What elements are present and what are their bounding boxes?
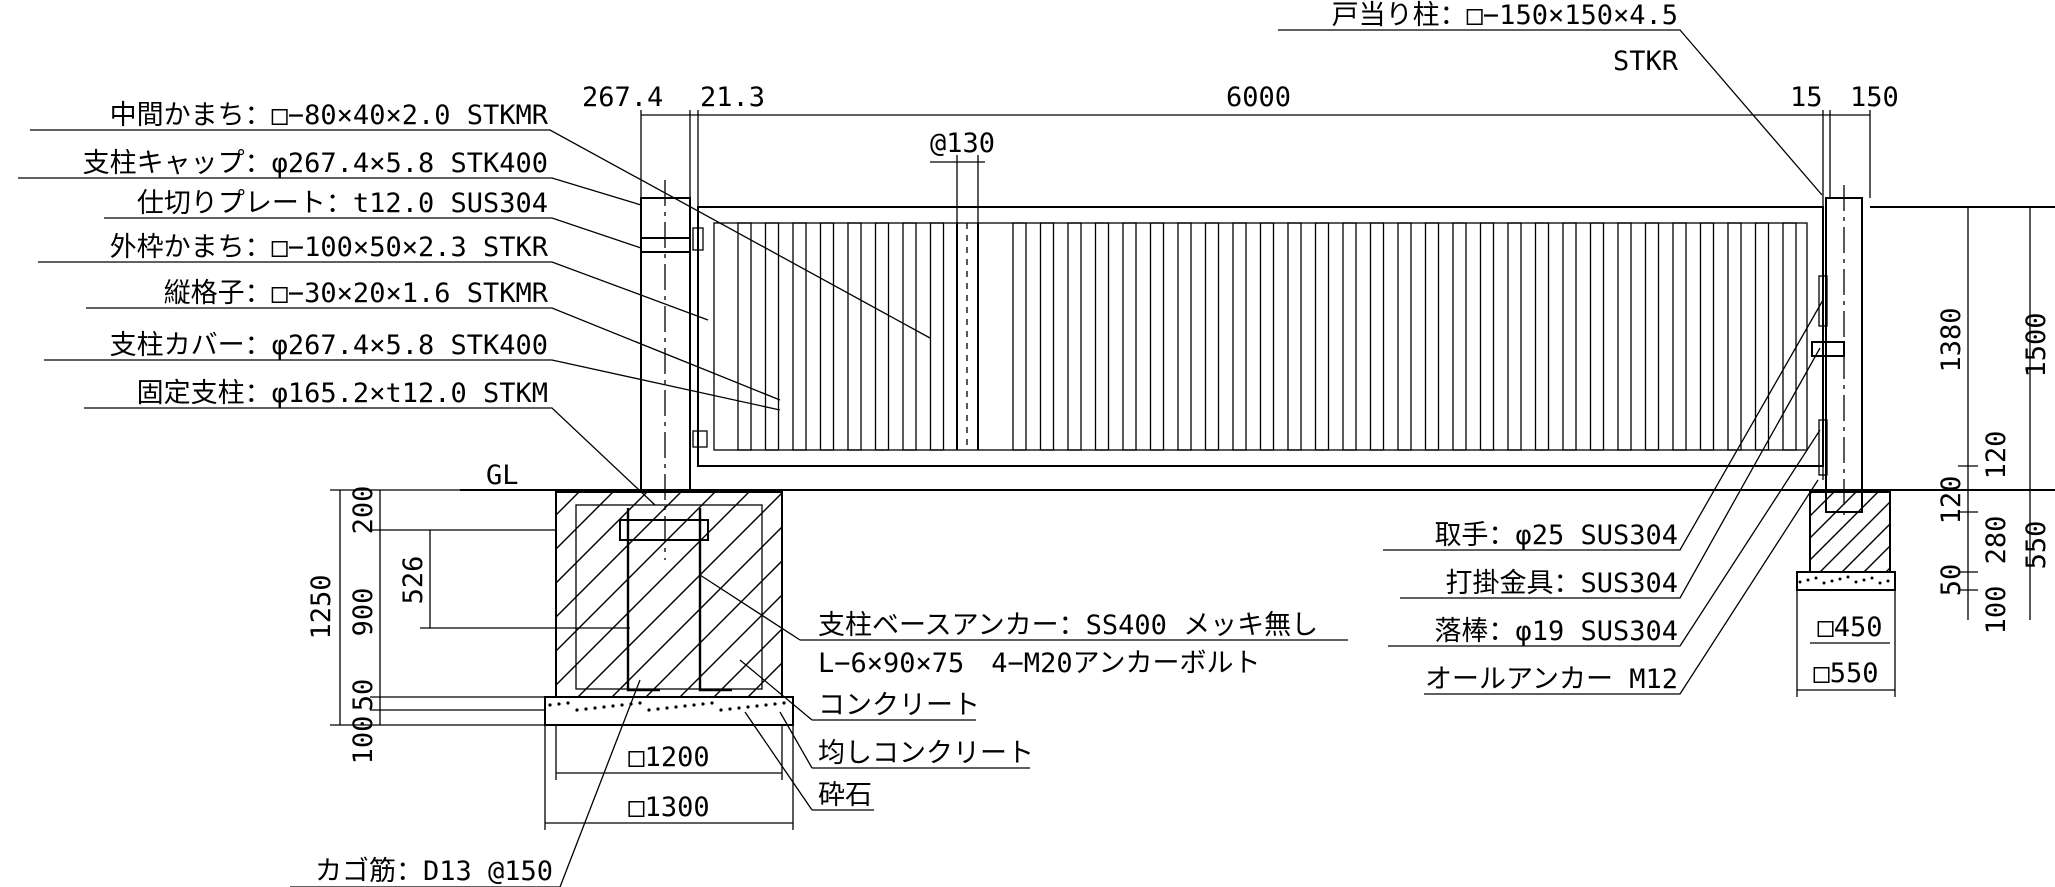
dim-100: 100 — [1981, 586, 2012, 635]
vertical-bar — [1507, 222, 1522, 451]
label-ground-level: GL — [486, 460, 519, 491]
vertical-bar — [1122, 222, 1137, 451]
vertical-bar — [1149, 222, 1165, 451]
label-vertical-bars: 縦格子：□−30×20×1.6 STKMR — [164, 278, 549, 309]
gate-structure — [640, 180, 2055, 560]
dim-1250: 1250 — [306, 574, 337, 639]
vertical-bar — [847, 222, 862, 451]
label-post-cover: 支柱カバー：φ267.4×5.8 STK400 — [110, 330, 548, 361]
vertical-bar — [1782, 222, 1797, 451]
dim-280: 280 — [1981, 516, 2012, 565]
label-base-anchor-spec: L−6×90×75 4−M20アンカーボルト — [818, 648, 1261, 679]
dim-right-gap: 15 — [1790, 82, 1823, 113]
label-fixed-post: 固定支柱：φ165.2×t12.0 STKM — [137, 378, 548, 409]
vertical-bar — [1727, 222, 1742, 451]
vertical-bar — [1094, 222, 1110, 451]
vertical-bar — [819, 222, 835, 451]
vertical-bar — [1644, 222, 1660, 451]
dim-post-dia: 267.4 — [582, 82, 663, 113]
base-plate — [619, 519, 709, 541]
leader-lines — [18, 29, 1824, 887]
dim-gap: 21.3 — [700, 82, 765, 113]
vertical-bar — [1562, 222, 1577, 451]
dim-526: 526 — [398, 556, 429, 605]
dim-bar-pitch: @130 — [930, 128, 995, 159]
leveling-concrete — [544, 696, 794, 726]
label-crushed-stone: 砕石 — [818, 780, 872, 811]
vertical-bar — [1369, 222, 1385, 451]
leveling-dots — [548, 701, 786, 712]
dim-900: 900 — [348, 588, 379, 637]
vertical-bar — [1012, 222, 1027, 451]
vertical-bar — [1177, 222, 1192, 451]
dim-50: 50 — [1936, 564, 1967, 597]
label-cage-rebar: カゴ筋：D13 @150 — [315, 856, 553, 887]
vertical-bar — [1287, 222, 1302, 451]
dim-small-550: □550 — [1813, 658, 1878, 689]
label-middle-rail: 中間かまち：□−80×40×2.0 STKMR — [110, 100, 549, 131]
dim-1500: 1500 — [2021, 312, 2052, 377]
vertical-bar — [764, 222, 780, 451]
label-leveling-concrete: 均しコンクリート — [818, 738, 1034, 769]
vertical-bar — [874, 222, 890, 451]
vertical-bar — [929, 222, 945, 451]
label-outer-frame: 外枠かまち：□−100×50×2.3 STKR — [110, 232, 549, 263]
vertical-bar — [1452, 222, 1467, 451]
label-drop-bar: 落棒：φ19 SUS304 — [1434, 616, 1678, 647]
vertical-bar — [1699, 222, 1715, 451]
vertical-bar — [1259, 222, 1275, 451]
strike-fitting — [1811, 341, 1845, 357]
label-partition-plate: 仕切りプレート：t12.0 SUS304 — [137, 188, 548, 219]
dimension-values: 267.4 21.3 6000 15 150 @130 1380 1500 12… — [306, 82, 2052, 823]
label-base-anchor: 支柱ベースアンカー：SS400 メッキ無し — [818, 610, 1318, 641]
vertical-bar — [1589, 222, 1605, 451]
vertical-bar — [1534, 222, 1550, 451]
label-post-cap: 支柱キャップ：φ267.4×5.8 STK400 — [83, 148, 548, 179]
label-concrete: コンクリート — [818, 690, 980, 721]
vertical-bar — [1672, 222, 1687, 451]
vertical-bar — [1479, 222, 1495, 451]
vertical-bar — [1397, 222, 1412, 451]
partition-plate — [640, 237, 691, 253]
dim-200: 200 — [348, 486, 379, 535]
vertical-bar — [1342, 222, 1357, 451]
vertical-bar — [1204, 222, 1220, 451]
dim-footing-1200: □1200 — [628, 742, 709, 773]
dim-1380: 1380 — [1936, 307, 1967, 372]
label-door-stop-post: 戸当り柱：□−150×150×4.5 — [1332, 0, 1678, 31]
vertical-bar — [1314, 222, 1330, 451]
vertical-bar — [1067, 222, 1082, 451]
vertical-bar — [1754, 222, 1770, 451]
dim-left-100: 100 — [348, 716, 379, 765]
small-leveling-dots — [1798, 575, 1890, 585]
rebar-cage — [575, 504, 763, 690]
hinge-bottom — [692, 430, 708, 448]
dim-right-post: 150 — [1850, 82, 1899, 113]
vertical-bar — [737, 222, 752, 451]
ground-and-foundation — [460, 489, 2055, 726]
label-handle: 取手：φ25 SUS304 — [1434, 520, 1678, 551]
vertical-bar — [1232, 222, 1247, 451]
vertical-bar — [1424, 222, 1440, 451]
label-all-anchor: オールアンカー M12 — [1425, 664, 1678, 695]
dimension-lines — [330, 110, 2031, 830]
dim-550: 550 — [2021, 521, 2052, 570]
vertical-bar — [902, 222, 917, 451]
dim-small-450: □450 — [1817, 612, 1882, 643]
label-door-stop-post-grade: STKR — [1613, 46, 1679, 77]
label-strike-fitting: 打掛金具：SUS304 — [1445, 568, 1678, 599]
dim-footing-1300: □1300 — [628, 792, 709, 823]
labels: 中間かまち：□−80×40×2.0 STKMR 支柱キャップ：φ267.4×5.… — [83, 0, 1679, 887]
dim-left-50: 50 — [348, 679, 379, 712]
vertical-bars — [737, 222, 1797, 451]
dim-gate-width: 6000 — [1226, 82, 1291, 113]
dim-120-upper: 120 — [1981, 431, 2012, 480]
dim-120-lower: 120 — [1936, 476, 1967, 525]
vertical-bar — [1617, 222, 1632, 451]
vertical-bar — [792, 222, 807, 451]
vertical-bar — [1039, 222, 1055, 451]
